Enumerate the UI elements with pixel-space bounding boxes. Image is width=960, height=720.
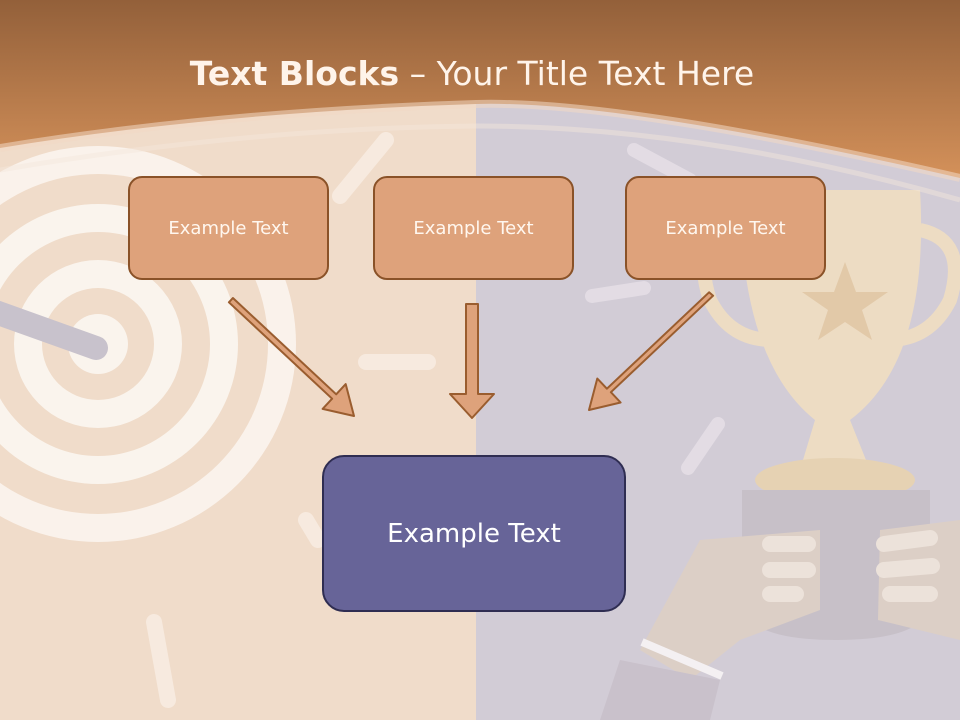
- title-rest: Your Title Text Here: [436, 54, 755, 93]
- text-block-1-label: Example Text: [168, 217, 289, 239]
- title-bold-part: Text Blocks: [189, 54, 400, 93]
- text-block-3[interactable]: Example Text: [625, 176, 826, 280]
- title-dash: –: [399, 54, 437, 93]
- text-block-1[interactable]: Example Text: [128, 176, 329, 280]
- text-block-2[interactable]: Example Text: [373, 176, 574, 280]
- text-block-3-label: Example Text: [665, 217, 786, 239]
- slide-title: Text Blocks – Your Title Text Here: [0, 52, 944, 96]
- text-block-2-label: Example Text: [413, 217, 534, 239]
- summary-block-label: Example Text: [387, 518, 561, 549]
- summary-block[interactable]: Example Text: [322, 455, 626, 612]
